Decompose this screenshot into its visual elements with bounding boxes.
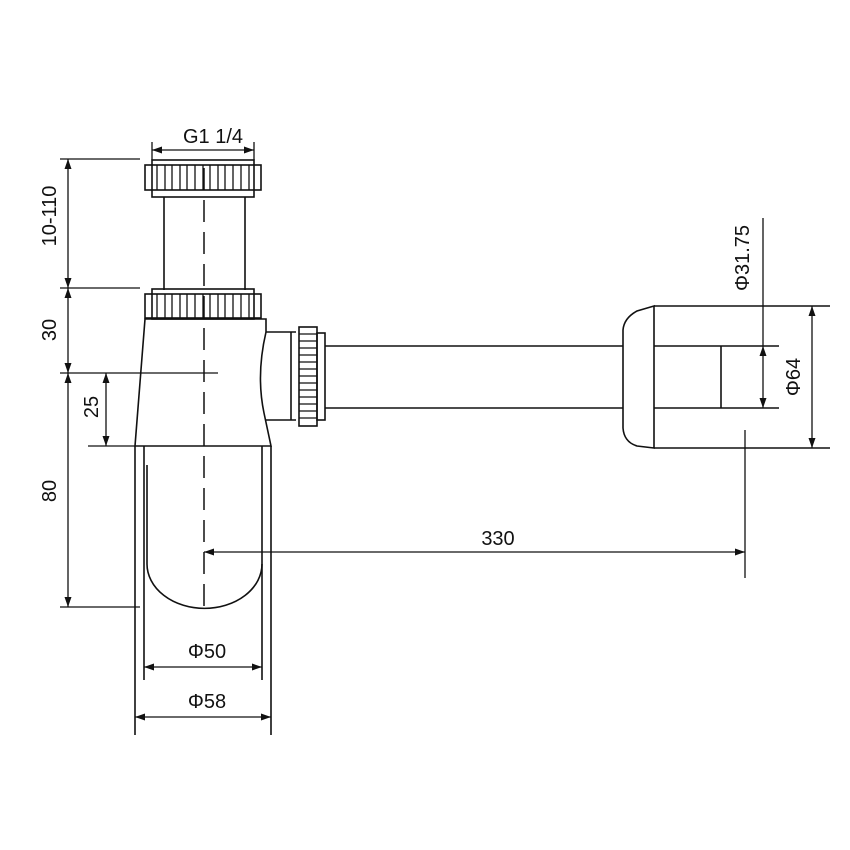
outlet-pipe — [325, 345, 623, 409]
trap-body — [134, 318, 296, 447]
body-offset-label: 25 — [81, 396, 103, 418]
dim-left: 10-110 30 25 80 — [39, 158, 218, 608]
inner-diameter-label: Φ50 — [188, 641, 226, 663]
thread-label: G1 1/4 — [183, 126, 243, 148]
flange-diameter-label: Φ64 — [783, 358, 805, 396]
outlet-diameter-label: Φ31.75 — [732, 225, 754, 291]
dim-right: Φ31.75 Φ64 — [732, 218, 816, 448]
tail-pipe — [163, 197, 246, 290]
lower-nut — [144, 288, 262, 320]
dim-diameters: Φ50 Φ58 — [135, 641, 271, 721]
outer-diameter-label: Φ58 — [188, 691, 226, 713]
tail-height-label: 10-110 — [39, 186, 61, 247]
dim-thread: G1 1/4 — [151, 126, 255, 160]
wall-flange — [622, 304, 830, 449]
nut-height-label: 30 — [39, 319, 61, 341]
dim-wall-distance: 330 — [204, 430, 746, 578]
top-nut — [144, 159, 262, 198]
trap-cup — [134, 446, 272, 735]
wall-distance-label: 330 — [481, 528, 514, 550]
side-nut — [298, 326, 326, 427]
body-height-label: 80 — [39, 480, 61, 502]
